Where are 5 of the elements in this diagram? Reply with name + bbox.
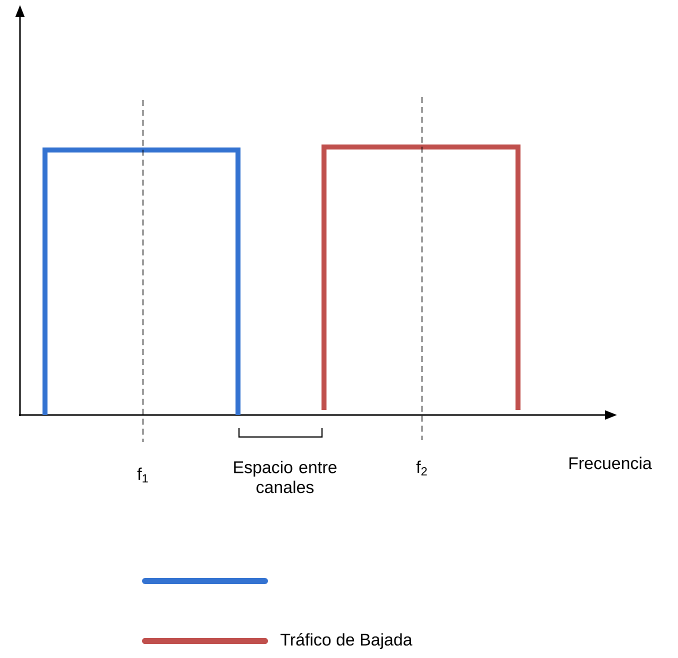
spacing-label: Espacio entre canales (234, 460, 336, 494)
frequency-label: f$_{2}$ (416, 460, 427, 476)
axis-label: Frecuencia (570, 456, 652, 470)
frequency-label: f$_{1}$ (137, 468, 148, 482)
legend-label: Tráfico de Bajada (280, 633, 412, 649)
